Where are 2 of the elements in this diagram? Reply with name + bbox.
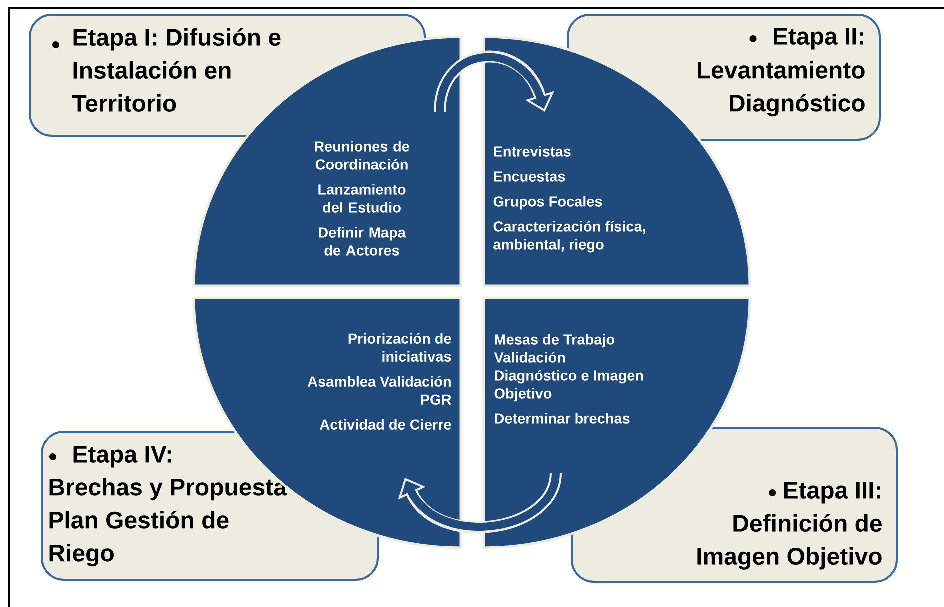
- curved-arrow: [434, 51, 554, 113]
- curved-arrow: [398, 472, 562, 534]
